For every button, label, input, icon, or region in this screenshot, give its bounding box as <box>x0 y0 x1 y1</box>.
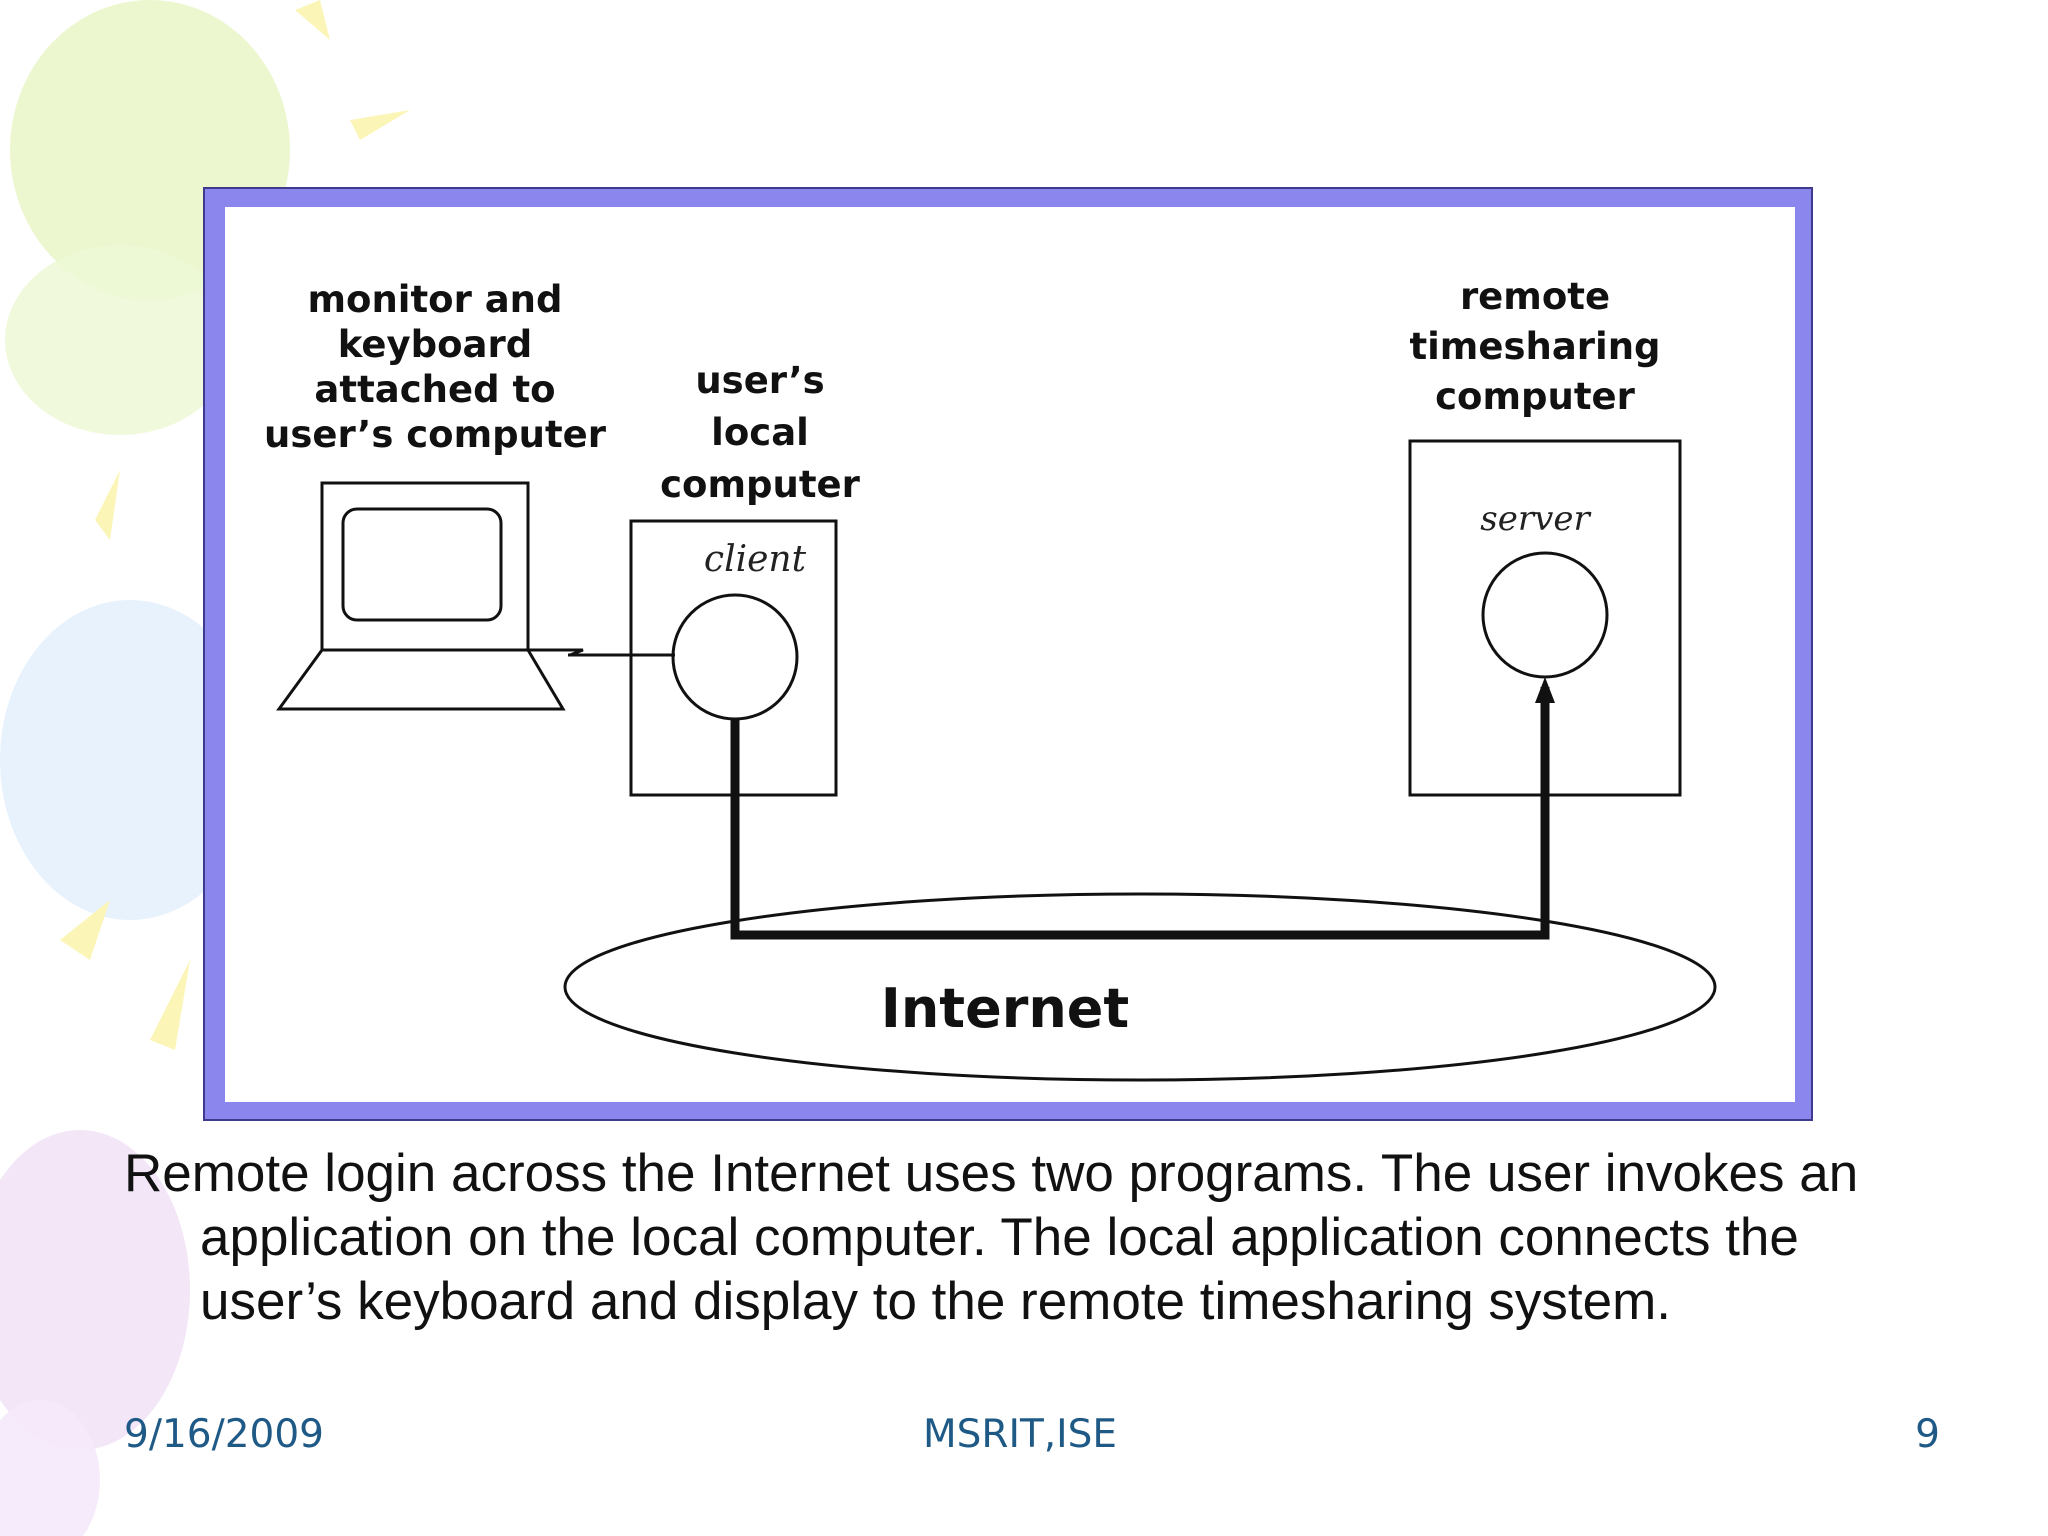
remote-computer-label: remote timesharing computer <box>1409 275 1661 418</box>
server-circle <box>1481 551 1609 679</box>
arrow-head <box>1535 677 1555 703</box>
monitor-icon <box>276 481 584 711</box>
footer-center: MSRIT,ISE <box>922 1412 1118 1457</box>
internet-label: Internet <box>880 977 1130 1040</box>
client-circle <box>671 593 799 721</box>
server-label: server <box>1480 499 1590 539</box>
internet-cloud <box>563 892 1717 1082</box>
footer-date: 9/16/2009 <box>124 1412 324 1457</box>
monitor-label: monitor and keyboard attached to user’s … <box>264 278 606 457</box>
local-computer-label: user’s local computer <box>660 359 860 506</box>
connection-line <box>730 687 1550 940</box>
slide-caption: Remote login across the Internet uses tw… <box>124 1144 1859 1331</box>
client-label: client <box>703 539 807 580</box>
page-number: 9 <box>1915 1412 1940 1457</box>
remote-login-diagram: monitor and keyboard attached to user’s … <box>225 207 1795 1102</box>
